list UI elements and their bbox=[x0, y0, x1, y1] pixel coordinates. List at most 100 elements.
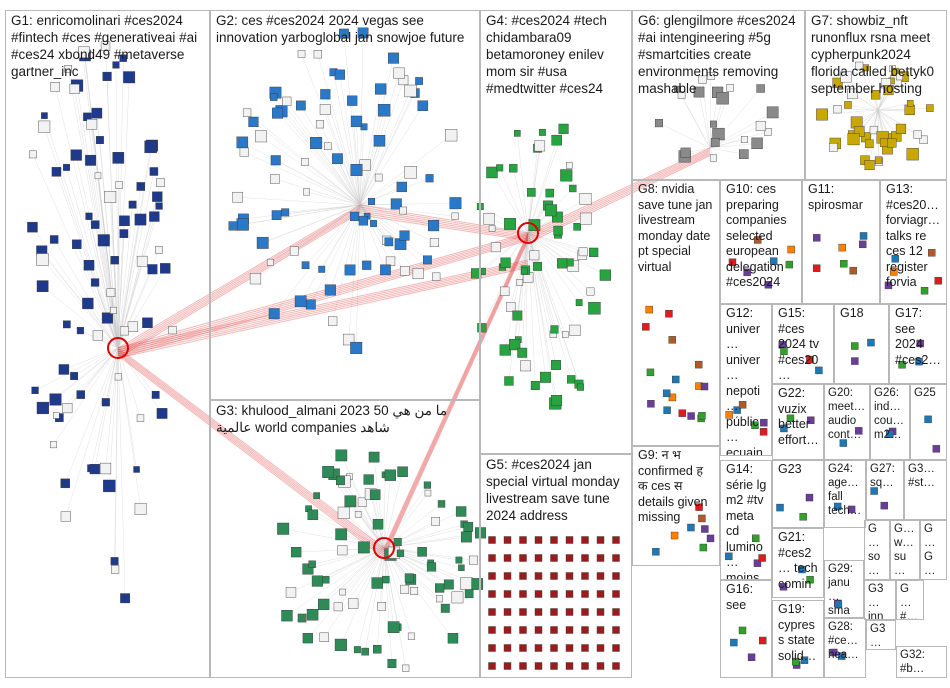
network-node bbox=[69, 83, 80, 94]
network-node bbox=[319, 632, 329, 642]
network-edge bbox=[495, 232, 529, 248]
network-node bbox=[400, 266, 410, 276]
network-node bbox=[520, 360, 531, 372]
network-node bbox=[152, 191, 163, 202]
network-node bbox=[533, 262, 542, 271]
network-node bbox=[417, 547, 427, 557]
network-node bbox=[432, 272, 441, 281]
network-node bbox=[100, 41, 111, 51]
network-node bbox=[455, 506, 467, 517]
network-node bbox=[109, 306, 117, 314]
group-label: G11: spirosmar bbox=[808, 182, 863, 212]
network-node bbox=[334, 638, 347, 651]
network-edge bbox=[527, 232, 557, 401]
network-edge bbox=[359, 204, 401, 245]
network-edge bbox=[315, 142, 361, 206]
network-edge bbox=[709, 143, 758, 149]
network-node bbox=[60, 478, 70, 489]
network-node bbox=[840, 260, 848, 268]
network-node bbox=[301, 158, 309, 166]
network-edge bbox=[312, 514, 385, 549]
network-node bbox=[565, 572, 574, 580]
network-edge bbox=[492, 228, 529, 234]
network-node bbox=[565, 662, 574, 670]
network-edge bbox=[359, 90, 411, 206]
network-node bbox=[149, 167, 159, 176]
network-node bbox=[579, 193, 592, 205]
network-edge bbox=[383, 474, 386, 549]
network-edge bbox=[65, 347, 119, 517]
network-node bbox=[596, 644, 605, 652]
network-edge bbox=[356, 121, 361, 206]
network-node bbox=[377, 602, 386, 611]
group-cell-g32: G32: #b… bbox=[896, 646, 947, 678]
network-node bbox=[758, 554, 766, 562]
network-node bbox=[393, 67, 405, 79]
network-node bbox=[451, 212, 459, 220]
network-node bbox=[396, 181, 407, 193]
network-node bbox=[505, 302, 516, 312]
network-edge bbox=[864, 109, 879, 161]
network-node bbox=[612, 662, 620, 670]
network-node bbox=[864, 160, 875, 171]
network-node bbox=[855, 427, 863, 435]
network-node bbox=[612, 554, 620, 562]
network-node bbox=[779, 583, 788, 591]
group-label: G15: #ces 2024 tv #ces20… bbox=[778, 306, 823, 382]
network-node bbox=[315, 120, 324, 129]
network-node bbox=[384, 469, 396, 481]
network-node bbox=[404, 573, 414, 583]
network-edge bbox=[277, 112, 361, 206]
network-node bbox=[49, 393, 62, 406]
network-edge bbox=[341, 534, 385, 549]
network-node bbox=[78, 46, 90, 59]
network-node bbox=[725, 411, 733, 419]
network-node bbox=[324, 142, 332, 151]
network-node bbox=[581, 608, 589, 616]
network-edge bbox=[527, 232, 554, 335]
network-node bbox=[887, 138, 897, 148]
group-label: G7: showbiz_nft runonflux rsna meet cyph… bbox=[811, 13, 938, 96]
network-node bbox=[58, 364, 70, 375]
network-node bbox=[353, 646, 361, 654]
group-cell-g34: G3… inn… bbox=[864, 580, 896, 620]
network-node bbox=[534, 140, 546, 152]
network-edge bbox=[300, 105, 361, 206]
network-node bbox=[538, 128, 546, 136]
network-edge bbox=[837, 108, 879, 111]
network-node bbox=[31, 386, 39, 394]
group-label: G17: see 2024 #ces2… bbox=[895, 306, 941, 367]
network-node bbox=[83, 259, 95, 271]
network-edge bbox=[281, 111, 361, 206]
network-edge bbox=[325, 547, 385, 580]
network-node bbox=[308, 560, 316, 568]
network-edge bbox=[508, 232, 529, 381]
network-node bbox=[451, 591, 464, 604]
network-node bbox=[297, 50, 306, 58]
network-edge bbox=[527, 232, 606, 276]
group-cell-g14: G14: série lg m2 #tv meta cd lumino… moi… bbox=[720, 460, 772, 580]
network-node bbox=[282, 96, 292, 106]
network-node bbox=[534, 608, 543, 616]
network-node bbox=[540, 371, 551, 383]
network-node bbox=[751, 137, 763, 150]
network-node bbox=[399, 206, 407, 215]
network-node bbox=[369, 489, 381, 500]
network-node bbox=[706, 534, 715, 543]
network-node bbox=[471, 268, 482, 279]
network-node bbox=[599, 269, 611, 281]
network-node bbox=[128, 200, 137, 209]
hub-ring bbox=[107, 337, 129, 359]
network-node bbox=[743, 268, 751, 277]
network-node bbox=[552, 211, 563, 223]
network-node bbox=[919, 135, 928, 144]
network-node bbox=[674, 85, 681, 93]
network-node bbox=[134, 213, 147, 226]
network-node bbox=[368, 198, 376, 206]
network-edge bbox=[359, 88, 381, 206]
network-node bbox=[319, 104, 331, 115]
network-node bbox=[503, 536, 512, 544]
network-node bbox=[519, 608, 527, 616]
network-edge bbox=[359, 204, 456, 217]
network-edge bbox=[319, 124, 361, 206]
